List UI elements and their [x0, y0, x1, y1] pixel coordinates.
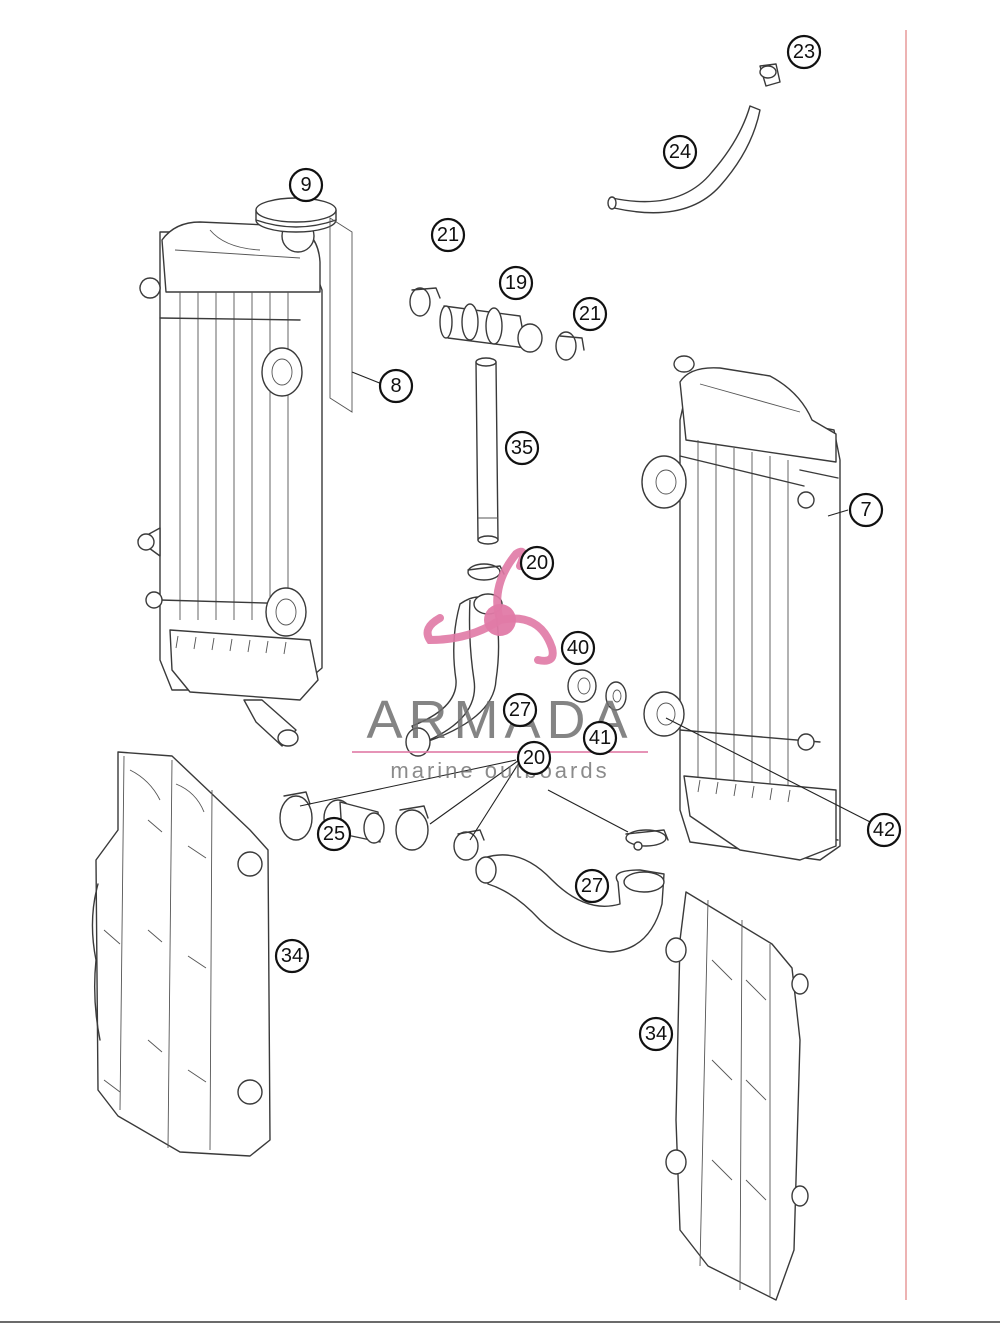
hose-clamp-set-drawing	[279, 791, 429, 851]
callout-26[interactable]: 27	[502, 692, 538, 728]
radiator-hose-lower-drawing	[475, 854, 665, 953]
callout-9-label: 9	[300, 174, 311, 196]
label-plate	[329, 217, 353, 413]
vent-hose-end	[607, 196, 617, 210]
hose-clamp-lower-drawing	[453, 829, 669, 861]
callout-35-label: 35	[511, 437, 533, 459]
callout-9[interactable]: 9	[288, 167, 324, 203]
callout-40[interactable]: 40	[560, 630, 596, 666]
leader-lines	[299, 371, 879, 841]
hose-upper-end-2	[405, 727, 431, 757]
callout-8[interactable]: 8	[378, 368, 414, 404]
callout-19-label: 19	[505, 272, 527, 294]
callout-7-label: 7	[860, 499, 871, 521]
hose-connector-drawing	[439, 303, 543, 353]
callout-8-label: 8	[390, 375, 401, 397]
callout-21b-label: 21	[579, 303, 601, 325]
callout-34a-label: 34	[281, 945, 303, 967]
callout-40-label: 40	[567, 637, 589, 659]
callout-21a[interactable]: 21	[430, 217, 466, 253]
callout-24-label: 24	[669, 141, 691, 163]
callout-21b[interactable]: 21	[572, 296, 608, 332]
callout-34b[interactable]: 34	[638, 1016, 674, 1052]
callout-7[interactable]: 7	[848, 492, 884, 528]
callout-21a-label: 21	[437, 224, 459, 246]
vent-nipple-drawing	[759, 63, 781, 87]
callout-41-label: 41	[589, 727, 611, 749]
callout-27-label: 27	[581, 875, 603, 897]
callout-20a-label: 20	[526, 552, 548, 574]
callout-42[interactable]: 42	[866, 812, 902, 848]
radiator-right-drawing	[641, 355, 841, 861]
propeller-hub-icon	[484, 604, 516, 636]
watermark-tagline: marine outboards	[390, 758, 609, 783]
hose-clamp-right-drawing	[555, 331, 585, 361]
callout-20b[interactable]: 20	[516, 740, 552, 776]
callout-19[interactable]: 19	[498, 265, 534, 301]
callout-27[interactable]: 27	[574, 868, 610, 904]
rubber-grommet-drawing	[567, 669, 597, 703]
callout-24[interactable]: 24	[662, 134, 698, 170]
callout-35[interactable]: 35	[504, 430, 540, 466]
vent-hose-drawing	[611, 105, 761, 214]
callout-23-label: 23	[793, 41, 815, 63]
callout-41[interactable]: 41	[582, 720, 618, 756]
connecting-tube-drawing	[475, 357, 499, 545]
radiator-guard-right-drawing	[665, 891, 809, 1301]
radiator-guard-left-drawing	[91, 751, 271, 1157]
armada-watermark: ARMADA marine outboards	[352, 547, 648, 783]
radiator-cap-drawing	[255, 197, 337, 233]
hose-clamp-left-drawing	[409, 287, 441, 317]
bushing-drawing	[605, 681, 627, 711]
callout-25-label: 25	[323, 823, 345, 845]
callout-20a[interactable]: 20	[519, 545, 555, 581]
callout-23[interactable]: 23	[786, 34, 822, 70]
radiator-left-drawing	[137, 219, 323, 747]
callout-34a[interactable]: 34	[274, 938, 310, 974]
callout-26-label: 27	[509, 699, 531, 721]
callout-25[interactable]: 25	[316, 816, 352, 852]
callout-20b-label: 20	[523, 747, 545, 769]
callout-34b-label: 34	[645, 1023, 667, 1045]
callout-42-label: 42	[873, 819, 895, 841]
